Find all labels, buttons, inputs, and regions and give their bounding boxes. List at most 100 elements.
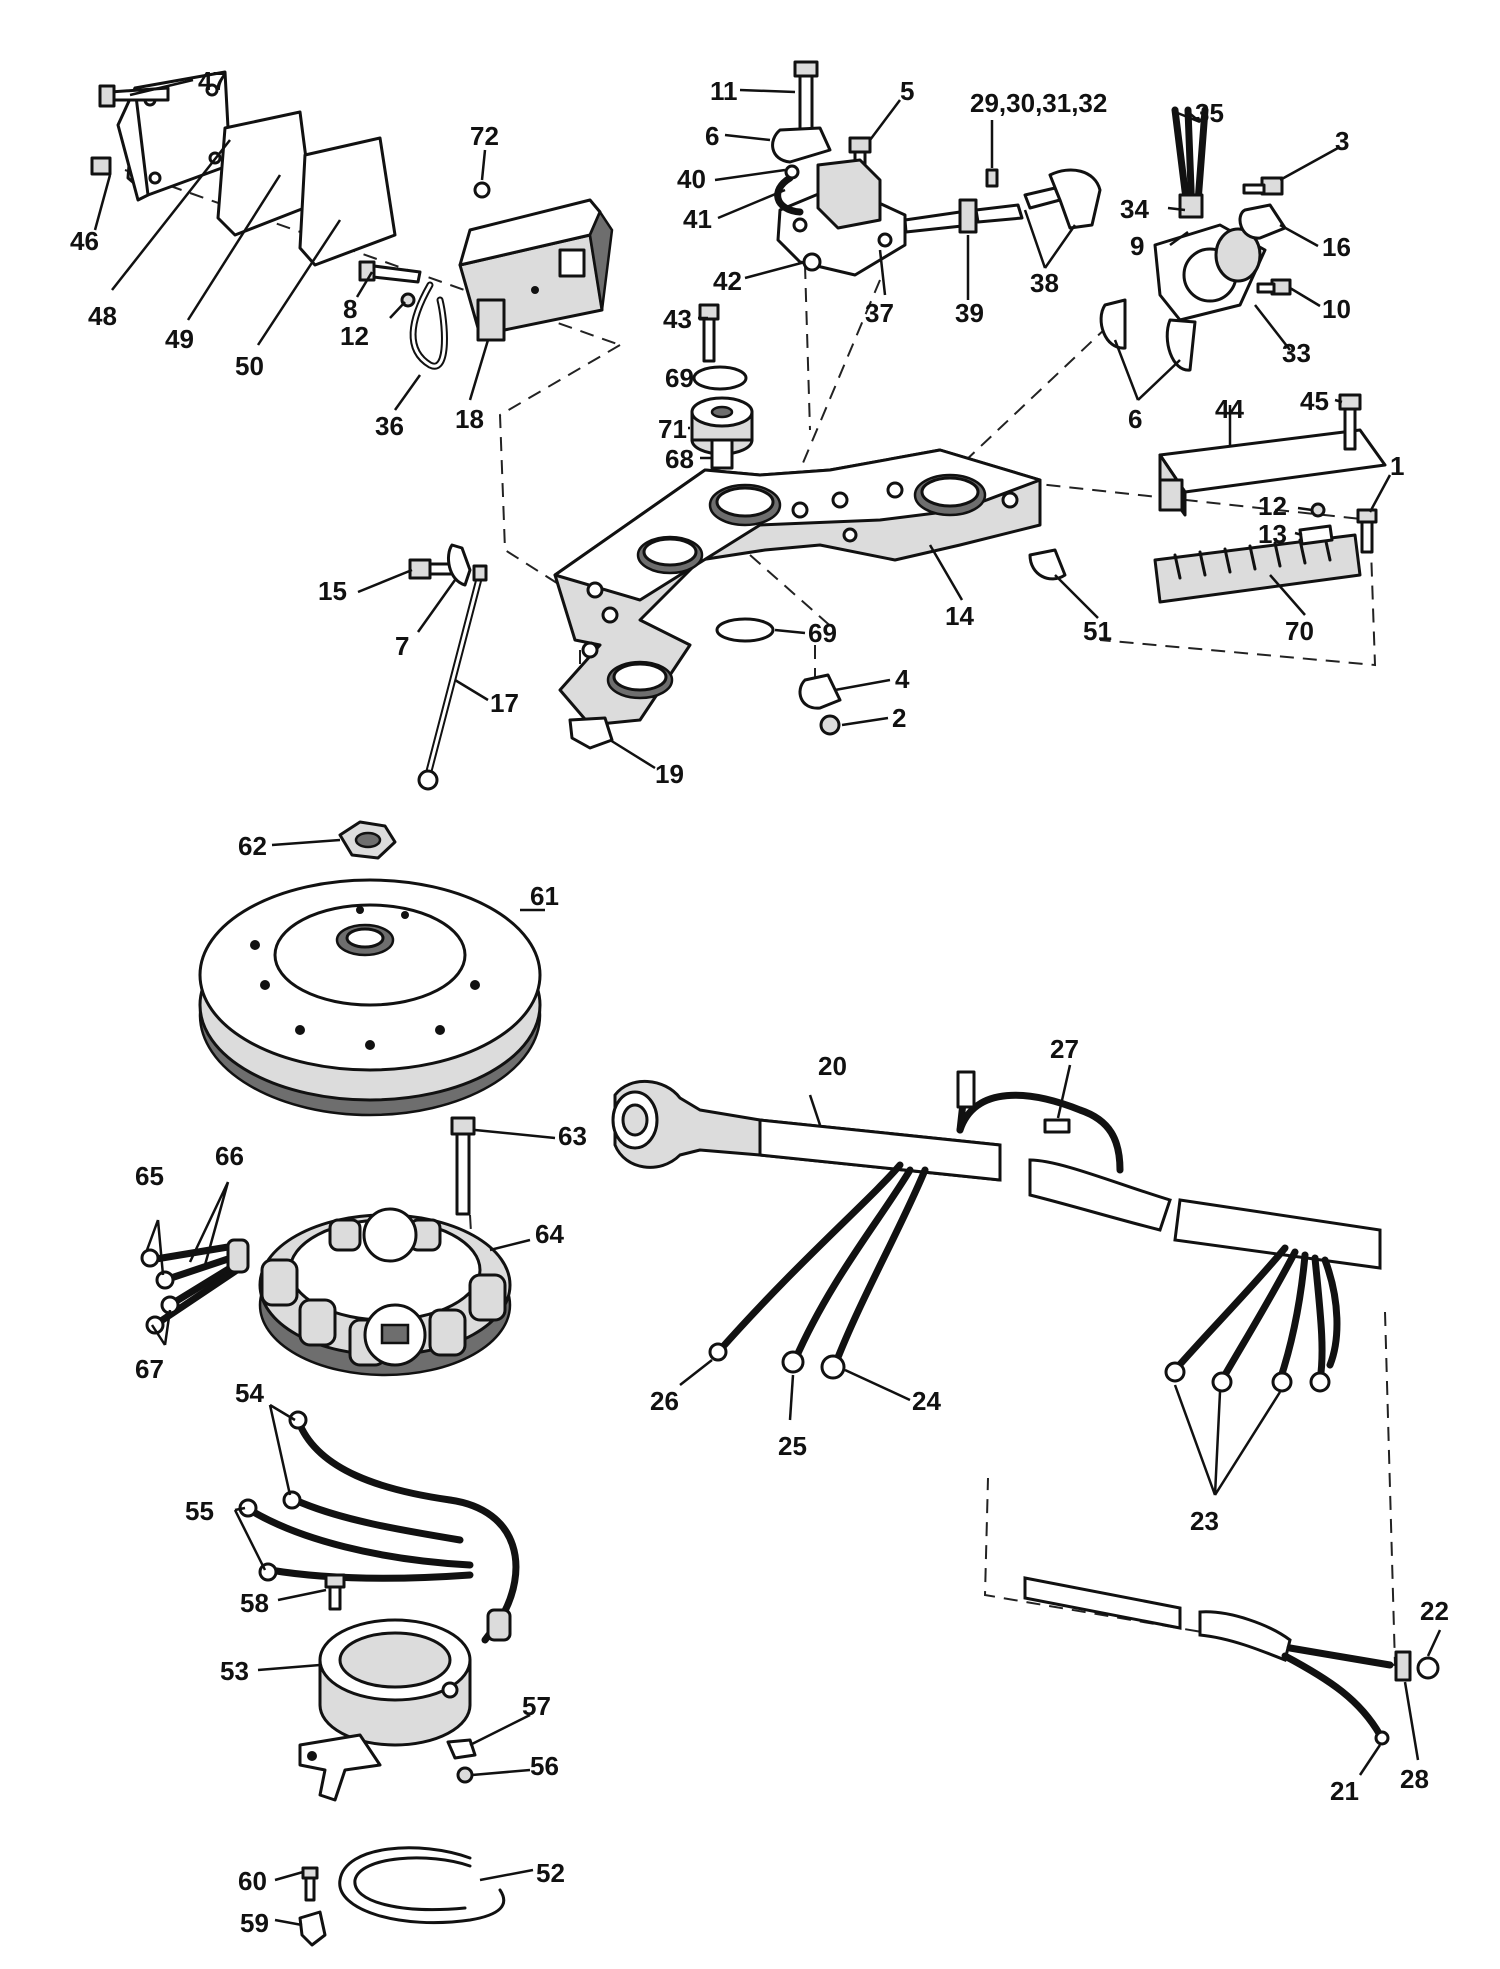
- terminal-38: [1023, 186, 1062, 210]
- callout-63: 63: [558, 1121, 587, 1151]
- callout-35: 35: [1195, 98, 1224, 128]
- leader-lines: [93, 78, 1442, 1927]
- link-13: [1298, 524, 1334, 546]
- callout-18: 18: [455, 404, 484, 434]
- screw-15: [408, 558, 457, 580]
- callout-33: 33: [1282, 338, 1311, 368]
- washer-69a: [692, 365, 748, 391]
- callout-64: 64: [535, 1219, 564, 1249]
- callout-46: 46: [70, 226, 99, 256]
- callout-12b: 12: [1258, 491, 1287, 521]
- terminal-21: [1374, 1730, 1390, 1746]
- callout-45: 45: [1300, 386, 1329, 416]
- callout-15: 15: [318, 576, 347, 606]
- clamp-51: [1028, 548, 1067, 581]
- callout-27: 27: [1050, 1034, 1079, 1064]
- screw-60: [301, 1866, 319, 1902]
- screw-3: [1242, 176, 1284, 196]
- screw-43: [698, 303, 720, 363]
- switch-box-18: [458, 198, 614, 342]
- callout-56: 56: [530, 1751, 559, 1781]
- callout-69b: 69: [808, 618, 837, 648]
- callout-48: 48: [88, 301, 117, 331]
- callout-72: 72: [470, 121, 499, 151]
- cover-44: [1158, 428, 1387, 517]
- callout-53: 53: [220, 1656, 249, 1686]
- clip-59: [298, 1910, 327, 1947]
- callout-6: 6: [705, 121, 719, 151]
- callout-13: 13: [1258, 519, 1287, 549]
- callout-69: 69: [665, 363, 694, 393]
- callout-38: 38: [1030, 268, 1059, 298]
- callout-39: 39: [955, 298, 984, 328]
- callout-14: 14: [945, 601, 974, 631]
- screw-63: [450, 1116, 476, 1216]
- wire-harness-20: [611, 1070, 1382, 1393]
- timer-base-53: [298, 1618, 472, 1802]
- screw-11: [793, 60, 819, 133]
- ground-lead-36: [409, 281, 448, 370]
- wire-bundle-35: [1171, 106, 1209, 219]
- washer-40: [784, 164, 800, 180]
- spark-plug-lead: [903, 168, 1102, 234]
- ignition-coil-37: [776, 158, 907, 277]
- callout-17: 17: [490, 688, 519, 718]
- ground-strap-17: [417, 564, 488, 791]
- callout-3: 3: [1335, 126, 1349, 156]
- main-bracket-14: [553, 448, 1042, 727]
- screw-58: [324, 1573, 346, 1611]
- clamp-6: [771, 126, 832, 164]
- boot-38: [1048, 168, 1102, 230]
- washer-72: [473, 181, 491, 199]
- callout-40: 40: [677, 164, 706, 194]
- lead-harness-21-22: [1023, 1576, 1440, 1746]
- gasket-49: [216, 110, 314, 237]
- retaining-ring-52: [338, 1846, 506, 1925]
- clamp-16: [1238, 203, 1287, 240]
- callout-58: 58: [240, 1588, 269, 1618]
- callout-labels: 47 46 48 49 50 72 8 12 36 18 11 5 6 40 4…: [70, 66, 1449, 1938]
- ring-terminal-24: [820, 1354, 846, 1380]
- flywheel-61: [198, 878, 542, 1117]
- callout-7: 7: [395, 631, 409, 661]
- callout-10: 10: [1322, 294, 1351, 324]
- coil-wire-41: [774, 174, 804, 216]
- callout-24: 24: [912, 1386, 941, 1416]
- nut-62: [338, 820, 397, 860]
- callout-4: 4: [895, 664, 910, 694]
- callout-52: 52: [536, 1858, 565, 1888]
- callout-11: 11: [710, 76, 738, 106]
- callout-20: 20: [818, 1051, 847, 1081]
- ring-terminal-25: [781, 1350, 805, 1374]
- bracket-33: [1153, 223, 1267, 322]
- ring-terminal-22: [1416, 1656, 1440, 1680]
- callout-2: 2: [892, 703, 906, 733]
- callout-34: 34: [1120, 194, 1149, 224]
- callout-42: 42: [713, 266, 742, 296]
- washer-69b: [715, 617, 775, 643]
- callout-71: 71: [658, 414, 687, 444]
- callout-44: 44: [1215, 394, 1244, 424]
- screw-45: [1338, 393, 1362, 451]
- callout-5: 5: [900, 76, 914, 106]
- callout-61: 61: [530, 881, 559, 911]
- callout-47: 47: [198, 66, 227, 96]
- stator-leads-65-66-67: [140, 1238, 250, 1335]
- callout-8: 8: [343, 294, 357, 324]
- callout-37: 37: [865, 298, 894, 328]
- grommet-28: [1394, 1650, 1412, 1682]
- stator-64: [258, 1207, 512, 1377]
- callout-54: 54: [235, 1378, 264, 1408]
- callout-70: 70: [1285, 616, 1314, 646]
- screw-56: [456, 1766, 474, 1784]
- screw-12b: [1310, 502, 1326, 518]
- callout-43: 43: [663, 304, 692, 334]
- callout-19: 19: [655, 759, 684, 789]
- callout-29-32: 29,30,31,32: [970, 88, 1107, 118]
- callout-57: 57: [522, 1691, 551, 1721]
- eyelet-42: [802, 252, 822, 272]
- screw-46: [90, 156, 112, 176]
- clamp-19: [568, 716, 614, 750]
- callout-67: 67: [135, 1354, 164, 1384]
